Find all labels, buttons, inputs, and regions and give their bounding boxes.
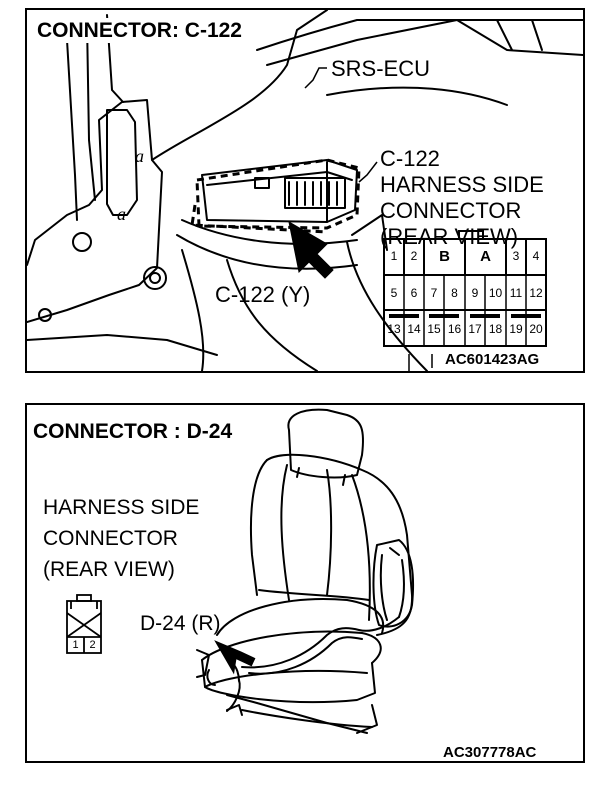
pointer-label: C-122 (Y) xyxy=(215,282,311,307)
connector-title: CONNECTOR : D-24 xyxy=(29,419,237,444)
pin-label: 19 xyxy=(509,322,523,336)
pin-label: 4 xyxy=(532,249,540,263)
pin-label: 17 xyxy=(468,322,482,336)
rear-view-label: (REAR VIEW) xyxy=(380,224,519,249)
pin-label: 2 xyxy=(410,249,418,263)
connector-id-label: C-122 xyxy=(380,146,440,171)
pin-label: 8 xyxy=(451,286,458,300)
seat-illustration xyxy=(66,408,415,734)
connector-label: CONNECTOR xyxy=(43,527,178,550)
figure-code: AC601423AG xyxy=(445,351,540,368)
pin-label: 1 xyxy=(390,249,398,263)
harness-side-label: HARNESS SIDE xyxy=(43,496,200,519)
pin-label: 13 xyxy=(387,322,401,336)
pin-label: 3 xyxy=(512,249,520,263)
pin-label: 9 xyxy=(471,286,479,300)
pin-label: 1 xyxy=(72,639,79,651)
pin-label: 12 xyxy=(529,286,543,300)
svg-text:a: a xyxy=(135,146,144,166)
pin-label: B xyxy=(439,248,450,265)
pin-label: 11 xyxy=(509,286,523,300)
pin-label: 7 xyxy=(430,286,438,300)
harness-side-label: HARNESS SIDE xyxy=(380,172,544,197)
pin-label: 20 xyxy=(529,322,543,336)
connector-c122-panel: a a xyxy=(25,8,585,373)
connector-label: CONNECTOR xyxy=(380,198,522,223)
pin-label: 18 xyxy=(488,322,503,336)
figure-code: AC307778AC xyxy=(443,744,537,761)
connector-title: CONNECTOR: C-122 xyxy=(33,18,246,43)
pin-label: A xyxy=(480,248,491,265)
rear-view-label: (REAR VIEW) xyxy=(43,558,175,581)
connector-d24-panel: CONNECTOR : D-24 HARNESS SIDE CONNECTOR … xyxy=(25,403,585,763)
pointer-label: D-24 (R) xyxy=(140,612,221,635)
pin-label: 2 xyxy=(89,639,96,651)
pin-label: 10 xyxy=(488,286,503,300)
pin-label: 14 xyxy=(407,322,421,336)
pin-label: 6 xyxy=(410,286,418,300)
vehicle-interior-illustration: a a xyxy=(27,10,583,371)
pin-label: 15 xyxy=(427,322,441,336)
srs-ecu-label: SRS-ECU xyxy=(331,56,431,81)
pin-label: 16 xyxy=(447,322,462,336)
svg-text:a: a xyxy=(117,204,126,224)
pin-label: 5 xyxy=(390,286,398,300)
